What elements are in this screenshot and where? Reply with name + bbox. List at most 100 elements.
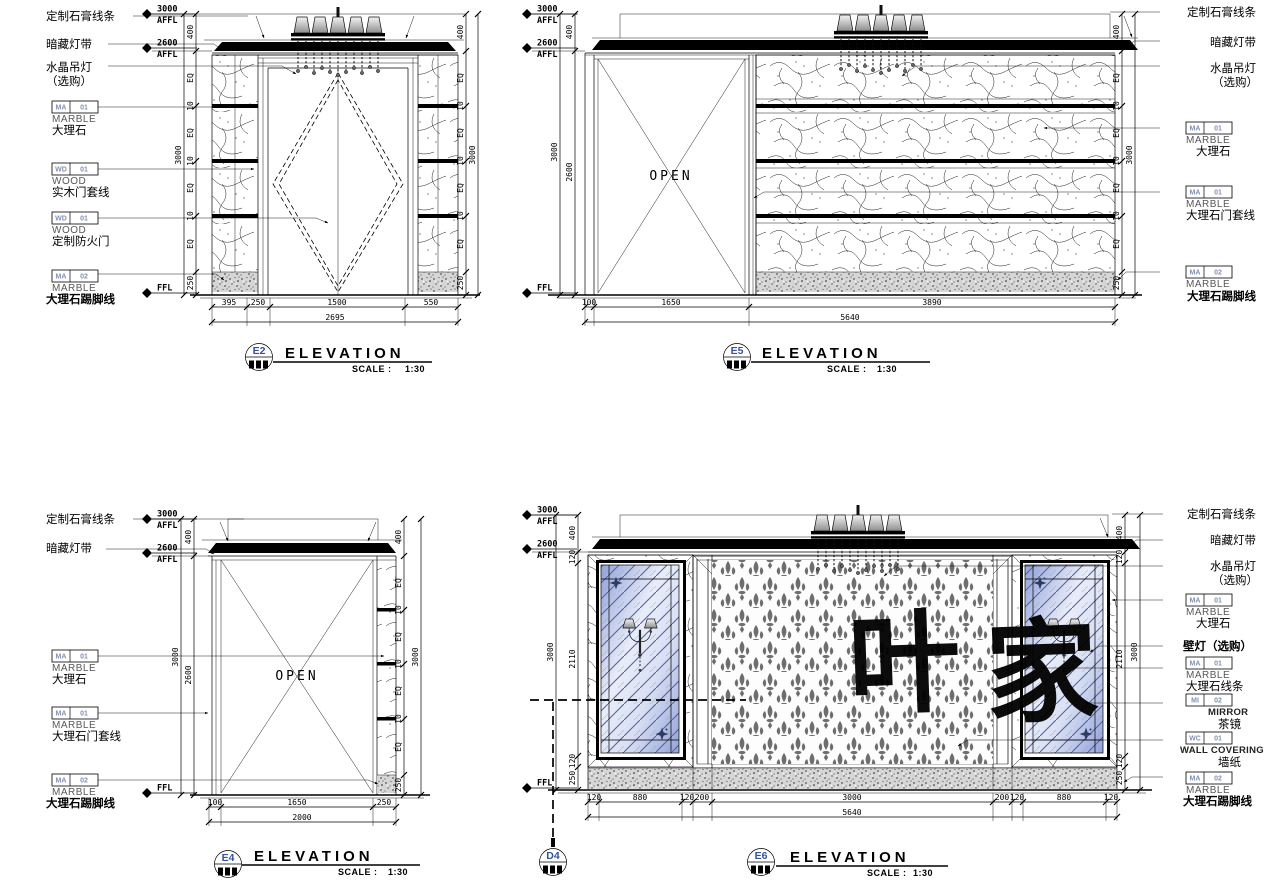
- skirting: [756, 272, 1115, 292]
- dim-label: FFL: [537, 284, 552, 294]
- dim-label: 200: [995, 793, 1010, 802]
- dim-label: 250: [1115, 771, 1124, 786]
- tag-ma01: MA 01: [51, 706, 99, 720]
- dim-tick: [581, 318, 1119, 326]
- dim-label: MA: [56, 711, 67, 718]
- dim-label: EQ: [1112, 183, 1121, 193]
- dim-total-height: 3000: [411, 647, 420, 666]
- dim-label: 120: [568, 754, 577, 769]
- scale-value: 1:30: [877, 364, 897, 374]
- tag-ma01: MA 01: [1185, 593, 1233, 607]
- dim-label: 1500: [327, 298, 346, 307]
- dim-label: 120: [680, 793, 695, 802]
- dim-label: 550: [424, 298, 439, 307]
- dim-label: 01: [80, 711, 88, 718]
- dim-label: MA: [56, 778, 67, 785]
- dim-label: 01: [80, 216, 88, 223]
- dim-label: 3000: [537, 5, 557, 15]
- label-light-band: 暗藏灯带: [46, 37, 92, 51]
- dim-label: MA: [1190, 598, 1201, 605]
- dim-tick: [462, 10, 470, 299]
- dim-tick: [1136, 511, 1144, 794]
- dim-label: 120: [1115, 550, 1124, 565]
- dim-label: 200: [695, 793, 710, 802]
- title-elevation: ELEVATION: [285, 345, 405, 362]
- e4-title: E4 ELEVATION SCALE : 1:30: [214, 848, 420, 878]
- crown-molding: [214, 42, 456, 51]
- level-marker-icon: [142, 788, 152, 798]
- title-elevation: ELEVATION: [762, 345, 882, 362]
- e5-leaders: [753, 11, 1160, 281]
- label-crystal-optional: （选购）: [1212, 75, 1258, 89]
- label-marble-en: MARBLE: [52, 283, 96, 294]
- elevation-e6: D4 叶 家: [530, 504, 1152, 876]
- scale-value: 1:30: [913, 868, 933, 878]
- dim-label: 01: [1214, 126, 1222, 133]
- dim-total-width: 5640: [840, 313, 859, 322]
- dim-label: 395: [222, 298, 237, 307]
- dim-label: 120: [1010, 793, 1025, 802]
- door-casing: [257, 55, 419, 295]
- dim-label: AFFL: [537, 517, 557, 527]
- dim-door-height: 2600: [184, 665, 193, 684]
- dim-label: MA: [1190, 190, 1201, 197]
- extension-line: [211, 298, 459, 326]
- watermark-char-2: 家: [984, 606, 1101, 741]
- material-tag-box: [1185, 593, 1233, 607]
- label-gypsum: 定制石膏线条: [1187, 5, 1256, 19]
- dim-label: MA: [1190, 661, 1201, 668]
- label-marble-cn: 大理石: [52, 672, 87, 686]
- bubble-id: E6: [755, 850, 768, 862]
- dim-label: MA: [56, 105, 67, 112]
- dim-tick: [474, 10, 482, 299]
- dim-label: EQ: [394, 578, 403, 588]
- elevation-e2: [152, 6, 480, 299]
- dim-label: EQ: [186, 183, 195, 193]
- dim-label: 250: [251, 298, 266, 307]
- label-marble-en: MARBLE: [1186, 135, 1230, 146]
- dim-label: 2600: [157, 544, 177, 554]
- dim-label: 01: [1214, 190, 1222, 197]
- label-wallcovering-en: WALL COVERING: [1180, 745, 1264, 756]
- dim-label: 400: [1112, 25, 1121, 40]
- door-opening: OPEN: [211, 556, 378, 795]
- dim-label: 02: [1214, 698, 1222, 705]
- scale-label: SCALE :: [352, 364, 392, 374]
- material-tag-box: [1185, 656, 1233, 670]
- dim-total-height: 3000: [171, 647, 180, 666]
- label-fire-door: 定制防火门: [52, 234, 110, 248]
- dim-label: 3890: [922, 298, 941, 307]
- level-marker-icon: [522, 510, 532, 520]
- scale-label: SCALE :: [867, 868, 907, 878]
- dim-label: 250: [1112, 276, 1121, 291]
- dim-label: EQ: [1112, 128, 1121, 138]
- crystal-chandelier: [833, 4, 929, 76]
- label-light-band: 暗藏灯带: [1210, 35, 1256, 49]
- dim-total-width: 5640: [842, 808, 861, 817]
- level-marker-icon: [142, 514, 152, 524]
- e5-title: E5 ELEVATION SCALE : 1:30: [723, 343, 930, 374]
- tag-ma01: MA 01: [1185, 185, 1233, 199]
- label-marble-en: MARBLE: [52, 663, 96, 674]
- bubble-subtext: [218, 867, 237, 876]
- extension-line: [208, 798, 397, 826]
- dim-label: 1650: [661, 298, 680, 307]
- level-marker-icon: [522, 43, 532, 53]
- dim-label: 01: [1214, 598, 1222, 605]
- dim-label: FFL: [157, 284, 172, 294]
- dim-label: EQ: [456, 73, 465, 83]
- dim-label: 120: [587, 793, 602, 802]
- dim-label: 2110: [1115, 649, 1124, 668]
- label-gypsum: 定制石膏线条: [46, 512, 115, 526]
- label-skirting: 大理石踢脚线: [46, 292, 115, 306]
- section-bubble-id: D4: [546, 850, 560, 862]
